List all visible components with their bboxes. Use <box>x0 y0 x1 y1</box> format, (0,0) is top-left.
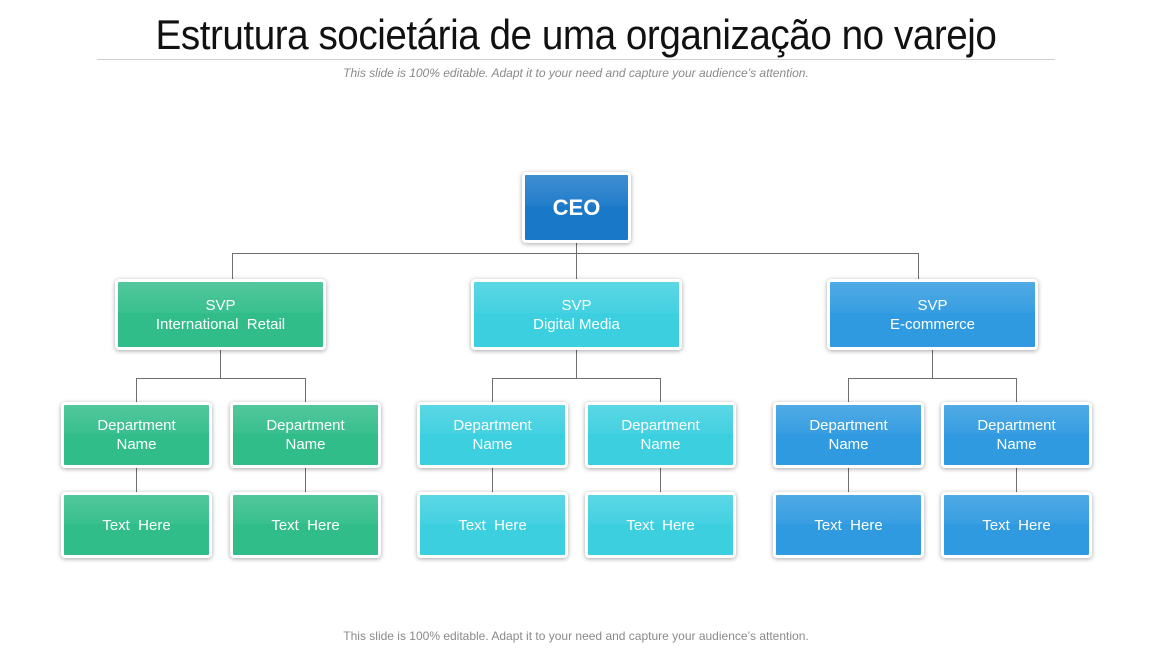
slide-title: Estrutura societária de uma organização … <box>155 11 997 58</box>
svp-box-international-retail: SVP International Retail <box>115 279 326 350</box>
department-label: Department <box>809 417 888 434</box>
department-label: Department <box>266 417 345 434</box>
text-box: Text Here <box>230 492 381 558</box>
department-name: Name <box>640 436 681 453</box>
department-box: Department Name <box>941 402 1092 468</box>
department-name: Name <box>996 436 1037 453</box>
text-box: Text Here <box>773 492 924 558</box>
text-placeholder: Text Here <box>814 516 883 534</box>
title-divider <box>97 59 1055 60</box>
department-box: Department Name <box>61 402 212 468</box>
department-box: Department Name <box>417 402 568 468</box>
department-box: Department Name <box>230 402 381 468</box>
department-label: Department <box>977 417 1056 434</box>
svp-name: International Retail <box>155 315 286 333</box>
text-placeholder: Text Here <box>982 516 1051 534</box>
department-name: Name <box>472 436 513 453</box>
department-box: Department Name <box>773 402 924 468</box>
text-box: Text Here <box>61 492 212 558</box>
svp-box-e-commerce: SVP E-commerce <box>827 279 1038 350</box>
department-box: Department Name <box>585 402 736 468</box>
svp-title: SVP <box>205 296 236 314</box>
slide-footer: This slide is 100% editable. Adapt it to… <box>343 629 809 643</box>
department-name: Name <box>285 436 326 453</box>
svp-name: E-commerce <box>889 315 975 333</box>
department-label: Department <box>453 417 532 434</box>
text-placeholder: Text Here <box>458 516 527 534</box>
ceo-box: CEO <box>522 172 631 243</box>
text-placeholder: Text Here <box>626 516 695 534</box>
department-name: Name <box>116 436 157 453</box>
svp-box-digital-media: SVP Digital Media <box>471 279 682 350</box>
department-name: Name <box>828 436 869 453</box>
text-placeholder: Text Here <box>271 516 340 534</box>
text-box: Text Here <box>417 492 568 558</box>
department-label: Department <box>97 417 176 434</box>
ceo-label: CEO <box>552 195 601 220</box>
svp-name: Digital Media <box>533 315 620 333</box>
svp-title: SVP <box>561 296 592 314</box>
text-box: Text Here <box>941 492 1092 558</box>
text-placeholder: Text Here <box>102 516 171 534</box>
department-label: Department <box>621 417 700 434</box>
slide-subtitle: This slide is 100% editable. Adapt it to… <box>343 66 809 80</box>
text-box: Text Here <box>585 492 736 558</box>
svp-title: SVP <box>917 296 948 314</box>
